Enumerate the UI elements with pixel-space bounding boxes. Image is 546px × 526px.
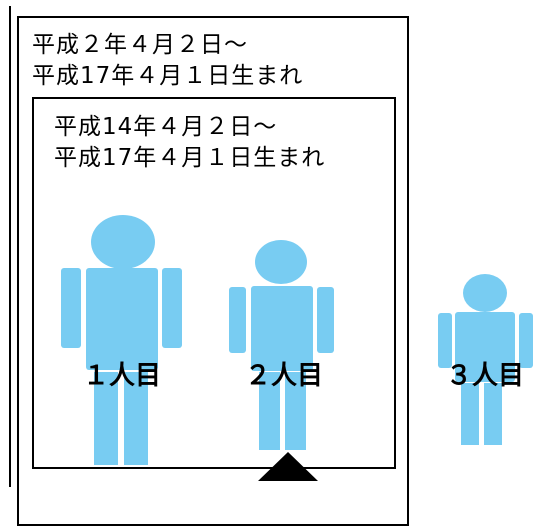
inner-age-range-box bbox=[32, 97, 396, 469]
inner-range-end: 平成17年４月１日生まれ bbox=[54, 145, 326, 171]
left-border-line bbox=[9, 6, 11, 487]
inner-range-start: 平成14年４月２日〜 bbox=[54, 114, 278, 140]
person-1-label: １人目 bbox=[83, 361, 161, 391]
people-figures: １人目 ２人目 ３人目 bbox=[61, 215, 533, 481]
person-2-icon bbox=[229, 240, 334, 450]
outer-range-start: 平成２年４月２日〜 bbox=[32, 32, 248, 58]
person-2-label: ２人目 bbox=[245, 361, 323, 391]
triangle-marker-icon bbox=[258, 452, 318, 481]
person-3-label: ３人目 bbox=[446, 361, 524, 391]
outer-range-end: 平成17年４月１日生まれ bbox=[32, 63, 304, 89]
inner-age-range-text: 平成14年４月２日〜 平成17年４月１日生まれ bbox=[54, 112, 325, 174]
outer-age-range-text: 平成２年４月２日〜 平成17年４月１日生まれ bbox=[32, 30, 303, 92]
person-3-icon bbox=[438, 274, 533, 445]
person-1-icon bbox=[61, 215, 182, 465]
